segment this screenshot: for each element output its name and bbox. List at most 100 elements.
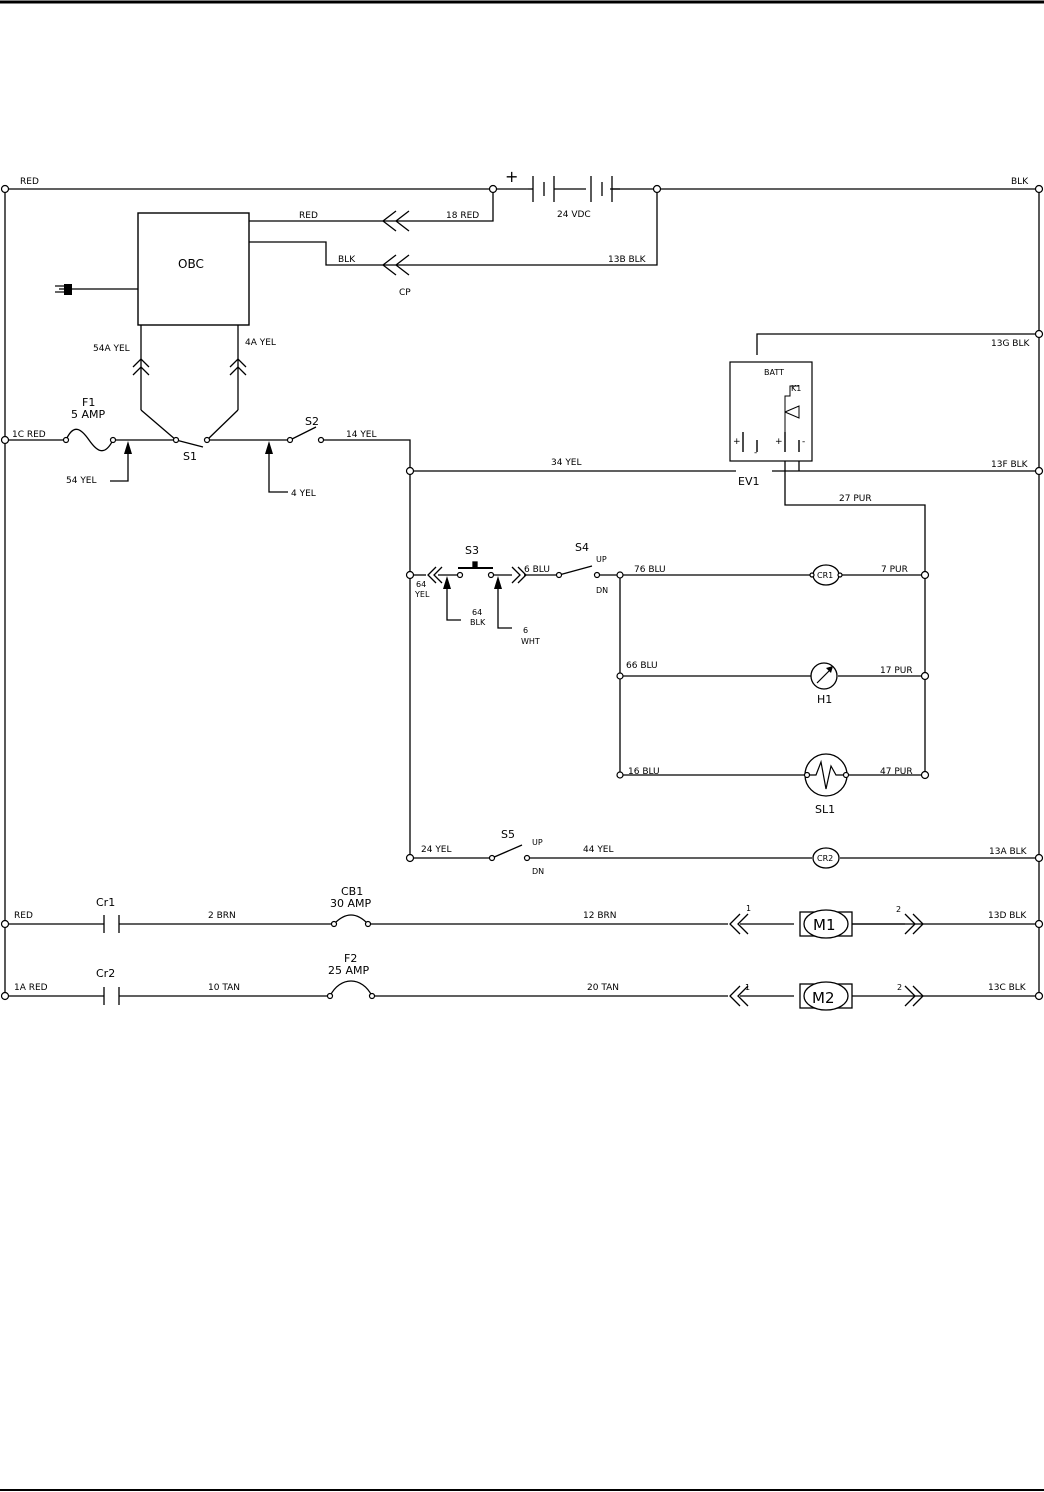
component-labels: + 24 VDC OBC CP F1 5 AMP S1 S2 BATT K1 E… — [71, 167, 902, 1007]
label-m1-pin2: 2 — [896, 905, 901, 914]
label-s4: S4 — [575, 541, 589, 554]
label-cr2-contact: Cr2 — [96, 967, 115, 980]
label-ev1-plus-a: + — [733, 437, 741, 447]
label-24-vdc: 24 VDC — [557, 210, 591, 220]
label-13d-blk: 13D BLK — [988, 911, 1027, 921]
label-10-tan: 10 TAN — [208, 983, 240, 993]
label-66-blu: 66 BLU — [626, 661, 658, 671]
label-obc-red: RED — [299, 211, 318, 221]
arrow-54-yel — [124, 441, 132, 454]
battery-symbol — [528, 176, 620, 202]
label-f1-rating: 5 AMP — [71, 408, 106, 421]
label-4-yel: 4 YEL — [291, 489, 316, 499]
terminal-nodes — [0, 184, 1044, 1001]
label-4a-yel: 4A YEL — [245, 338, 276, 348]
label-f1: F1 — [82, 396, 95, 409]
label-batt: BATT — [764, 368, 784, 377]
label-m1-red: RED — [14, 911, 33, 921]
breaker-cb1 — [333, 914, 369, 925]
label-s2: S2 — [305, 415, 319, 428]
label-s4-up: UP — [596, 555, 607, 564]
label-7-pur: 7 PUR — [881, 565, 908, 575]
label-13b-blk: 13B BLK — [608, 255, 647, 265]
label-6-blu: 6 BLU — [524, 565, 550, 575]
label-64-blk-color: BLK — [470, 618, 486, 627]
label-1a-red: 1A RED — [14, 983, 48, 993]
connector-cp-blk — [381, 254, 410, 276]
label-34-yel: 34 YEL — [551, 458, 582, 468]
switch-s2-blade — [289, 426, 317, 441]
label-obc-blk: BLK — [338, 255, 356, 265]
label-top-left-red: RED — [20, 177, 39, 187]
label-cp: CP — [399, 288, 411, 298]
motor-m2 — [729, 981, 924, 1011]
label-obc: OBC — [178, 257, 204, 271]
label-14-yel: 14 YEL — [346, 430, 377, 440]
label-13g-blk: 13G BLK — [991, 339, 1030, 349]
arrow-64-blk — [443, 576, 451, 589]
label-12-brn: 12 BRN — [583, 911, 616, 921]
wire-labels: RED BLK RED 18 RED BLK 13B BLK 13G BLK 1… — [12, 177, 1030, 993]
switch-s4-blade — [558, 565, 593, 576]
label-cr1: CR1 — [817, 571, 833, 580]
relay-coil-cr2 — [812, 847, 840, 869]
label-6-wht-num: 6 — [523, 626, 528, 635]
connector-4a — [229, 358, 247, 376]
label-6-wht-color: WHT — [521, 637, 540, 646]
label-m2-pin1: 1 — [745, 983, 750, 992]
fuse-f1 — [65, 428, 114, 452]
label-k1: K1 — [791, 384, 801, 393]
label-s3: S3 — [465, 544, 479, 557]
label-cr2: CR2 — [817, 854, 833, 863]
label-2-brn: 2 BRN — [208, 911, 236, 921]
label-f2: F2 — [344, 952, 357, 965]
label-44-yel: 44 YEL — [583, 845, 614, 855]
label-h1: H1 — [817, 693, 832, 706]
switch-s5-blade — [491, 844, 523, 859]
motor-m1 — [729, 909, 924, 939]
label-top-right-blk: BLK — [1011, 177, 1029, 187]
lamp-sl1 — [804, 753, 848, 797]
label-1c-red: 1C RED — [12, 430, 46, 440]
label-24-yel: 24 YEL — [421, 845, 452, 855]
label-cb1-rating: 30 AMP — [330, 897, 372, 910]
fuse-f2 — [329, 980, 373, 997]
switch-s1-blade — [175, 439, 204, 448]
label-m2: M2 — [812, 989, 835, 1007]
label-13c-blk: 13C BLK — [988, 983, 1027, 993]
arrow-4-yel — [265, 441, 273, 454]
label-27-pur: 27 PUR — [839, 494, 872, 504]
label-64-blk-num: 64 — [472, 608, 482, 617]
label-ev1-minus-b: - — [802, 437, 805, 447]
label-54a-yel: 54A YEL — [93, 344, 130, 354]
label-ev1-plus-b: + — [775, 437, 783, 447]
label-cb1: CB1 — [341, 885, 363, 898]
label-cr1-contact: Cr1 — [96, 896, 115, 909]
label-54-yel: 54 YEL — [66, 476, 97, 486]
label-s1: S1 — [183, 450, 197, 463]
label-13f-blk: 13F BLK — [991, 460, 1029, 470]
label-17-pur: 17 PUR — [880, 666, 913, 676]
label-m1-pin1: 1 — [746, 904, 751, 913]
connector-54a — [132, 358, 150, 376]
label-battery-plus: + — [505, 167, 518, 186]
label-20-tan: 20 TAN — [587, 983, 619, 993]
contact-cr1 — [103, 915, 120, 933]
obc-box — [137, 212, 250, 326]
label-16-blu: 16 BLU — [628, 767, 660, 777]
contact-cr2 — [103, 987, 120, 1005]
label-ev1-minus-a: - — [754, 448, 757, 458]
connector-cp-red — [381, 210, 410, 232]
label-sl1: SL1 — [815, 803, 835, 816]
arrow-6-wht — [494, 576, 502, 589]
hour-meter-h1 — [810, 662, 838, 690]
label-f2-rating: 25 AMP — [328, 964, 370, 977]
label-ev1: EV1 — [738, 475, 759, 488]
label-64-yel-num: 64 — [416, 580, 426, 589]
label-s5-dn: DN — [532, 867, 544, 876]
label-13a-blk: 13A BLK — [989, 847, 1028, 857]
label-s5: S5 — [501, 828, 515, 841]
label-m1: M1 — [813, 916, 836, 934]
label-47-pur: 47 PUR — [880, 767, 913, 777]
